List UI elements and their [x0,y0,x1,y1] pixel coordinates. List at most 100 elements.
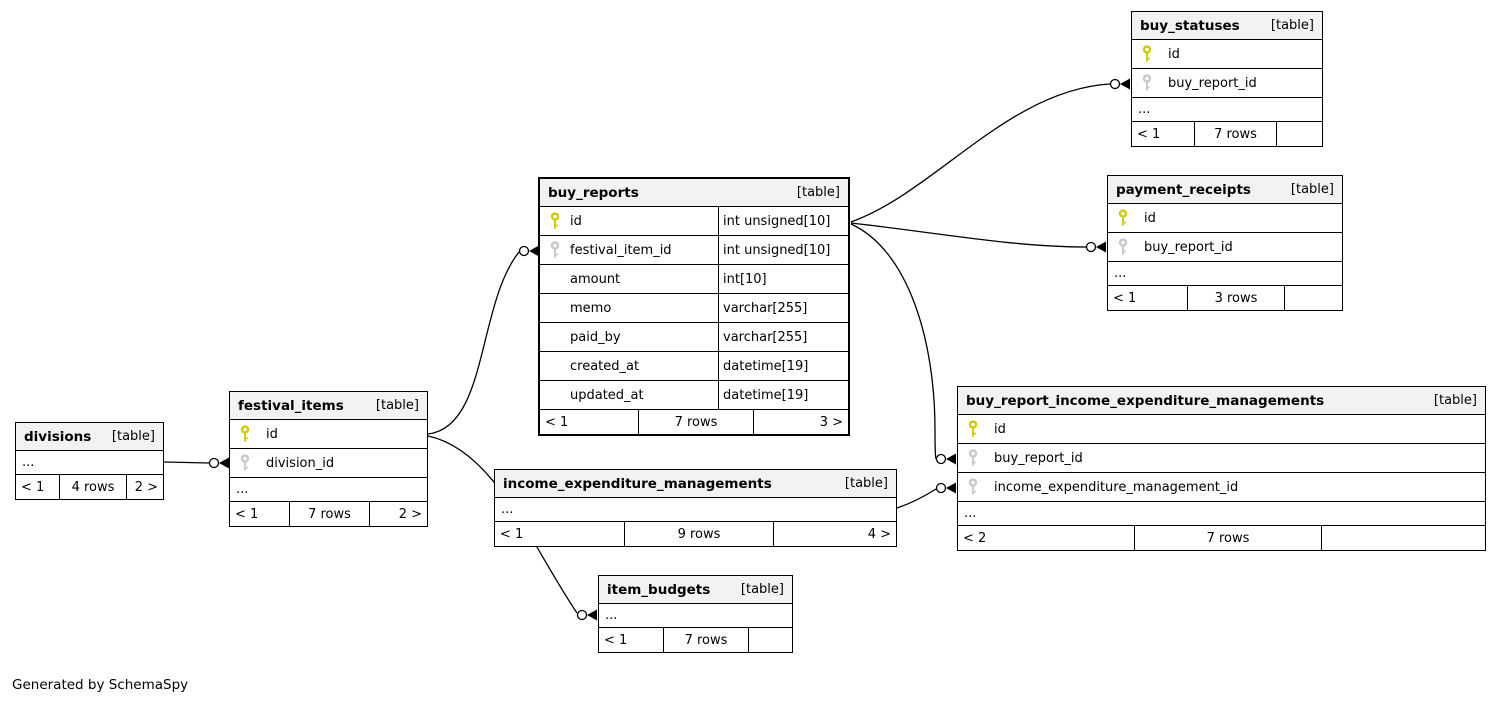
column-type: int unsigned[10] [718,236,848,264]
column-type: datetime[19] [718,381,848,409]
table-name[interactable]: buy_report_income_expenditure_management… [966,392,1325,409]
footer-children: 4 > [773,522,896,546]
column-division_id: division_id [230,449,427,478]
ellipsis-row: ... [16,451,163,475]
primary-key-icon [1118,209,1128,226]
table-buy_statuses[interactable]: buy_statuses [table] id buy_report_id ..… [1131,11,1323,147]
edge-buy_reports-brlem [850,223,956,465]
column-amount: amount int[10] [540,265,848,294]
footer-parents: < 1 [1113,290,1137,306]
column-name: id [994,421,1006,437]
column-name: buy_report_id [1168,75,1257,91]
footer-children: 3 > [753,410,848,434]
ellipsis-row: ... [1108,262,1342,286]
column-festival_item_id: festival_item_id int unsigned[10] [540,236,848,265]
footer-parents: < 1 [21,479,45,495]
column-name: festival_item_id [570,242,672,258]
crow-foot-marker [587,609,597,621]
primary-key-icon [240,425,250,442]
column-name: amount [570,271,621,287]
table-income_expenditure_managements[interactable]: income_expenditure_managements [table] .… [494,469,897,547]
table-festival_items[interactable]: festival_items [table] id division_id ..… [229,391,428,527]
table-item_budgets[interactable]: item_budgets [table] ... < 1 7 rows [598,575,793,653]
column-buy_report_id: buy_report_id [958,444,1485,473]
foreign-key-icon [968,478,978,495]
table-footer: < 1 3 rows [1108,286,1342,310]
footer-children [748,628,792,652]
footer-rowcount: 3 rows [1187,286,1284,310]
table-footer: < 1 7 rows [1132,122,1322,146]
footer-parents: < 1 [545,414,569,430]
zero-one-circle-marker [935,453,947,465]
crow-foot-marker [219,457,229,469]
table-footer: < 1 7 rows 2 > [230,502,427,526]
table-name[interactable]: income_expenditure_managements [503,475,772,492]
table-footer: < 1 7 rows [599,628,792,652]
table-footer: < 1 7 rows 3 > [540,410,848,434]
footer-rowcount: 4 rows [59,475,126,499]
table-header: buy_reports [table] [540,179,848,207]
column-name: id [570,213,582,229]
column-name: memo [570,300,612,316]
ellipsis-row: ... [599,604,792,628]
edge-festival_items-buy_reports [427,245,539,435]
column-name: updated_at [570,387,644,403]
table-header: buy_report_income_expenditure_management… [958,387,1485,415]
table-name[interactable]: item_budgets [607,581,711,598]
crow-foot-marker [946,482,956,494]
column-name: paid_by [570,329,621,345]
foreign-key-icon [550,241,560,258]
table-footer: < 1 4 rows 2 > [16,475,163,499]
table-name[interactable]: festival_items [238,397,344,414]
primary-key-icon [550,212,560,229]
column-id: id [958,415,1485,444]
edge-buy_reports-buy_statuses [850,78,1130,223]
table-name[interactable]: divisions [24,428,92,445]
table-footer: < 1 9 rows 4 > [495,522,896,546]
table-tag: [table] [111,429,155,444]
column-id: id [1108,204,1342,233]
footer-children [1284,286,1342,310]
edge-buy_reports-payment_receipts [850,222,1106,253]
column-type: int unsigned[10] [718,207,848,235]
zero-one-circle-marker [208,457,220,469]
table-name[interactable]: buy_reports [548,184,639,201]
footer-rowcount: 7 rows [1134,526,1321,550]
column-name: created_at [570,358,640,374]
column-type: varchar[255] [718,323,848,351]
table-payment_receipts[interactable]: payment_receipts [table] id buy_report_i… [1107,175,1343,311]
footer-parents: < 2 [963,530,987,546]
table-name[interactable]: payment_receipts [1116,181,1251,198]
column-id: id [1132,40,1322,69]
column-income_expenditure_management_id: income_expenditure_management_id [958,473,1485,502]
table-tag: [table] [796,185,840,200]
column-name: buy_report_id [994,450,1083,466]
footer-children [1276,122,1322,146]
column-name: id [266,426,278,442]
table-header: payment_receipts [table] [1108,176,1342,204]
table-buy_reports[interactable]: buy_reports [table] id int unsigned[10] … [538,177,850,436]
footer-parents: < 1 [500,526,524,542]
table-name[interactable]: buy_statuses [1140,17,1240,34]
crow-foot-marker [946,453,956,465]
table-buy_report_income_expenditure_managements[interactable]: buy_report_income_expenditure_management… [957,386,1486,551]
table-header: buy_statuses [table] [1132,12,1322,40]
table-divisions[interactable]: divisions [table] ... < 1 4 rows 2 > [15,422,164,500]
table-header: income_expenditure_managements [table] [495,470,896,498]
edge-divisions-festival_items [163,457,229,469]
column-name: id [1144,210,1156,226]
foreign-key-icon [1142,74,1152,91]
column-id: id int unsigned[10] [540,207,848,236]
column-name: buy_report_id [1144,239,1233,255]
footer-rowcount: 7 rows [289,502,369,526]
crow-foot-marker [1120,78,1130,90]
zero-one-circle-marker [1109,78,1121,90]
footer-rowcount: 7 rows [1194,122,1276,146]
column-type: datetime[19] [718,352,848,380]
ellipsis-row: ... [495,498,896,522]
footer-rowcount: 7 rows [638,410,753,434]
table-tag: [table] [1270,18,1314,33]
zero-one-circle-marker [576,609,588,621]
